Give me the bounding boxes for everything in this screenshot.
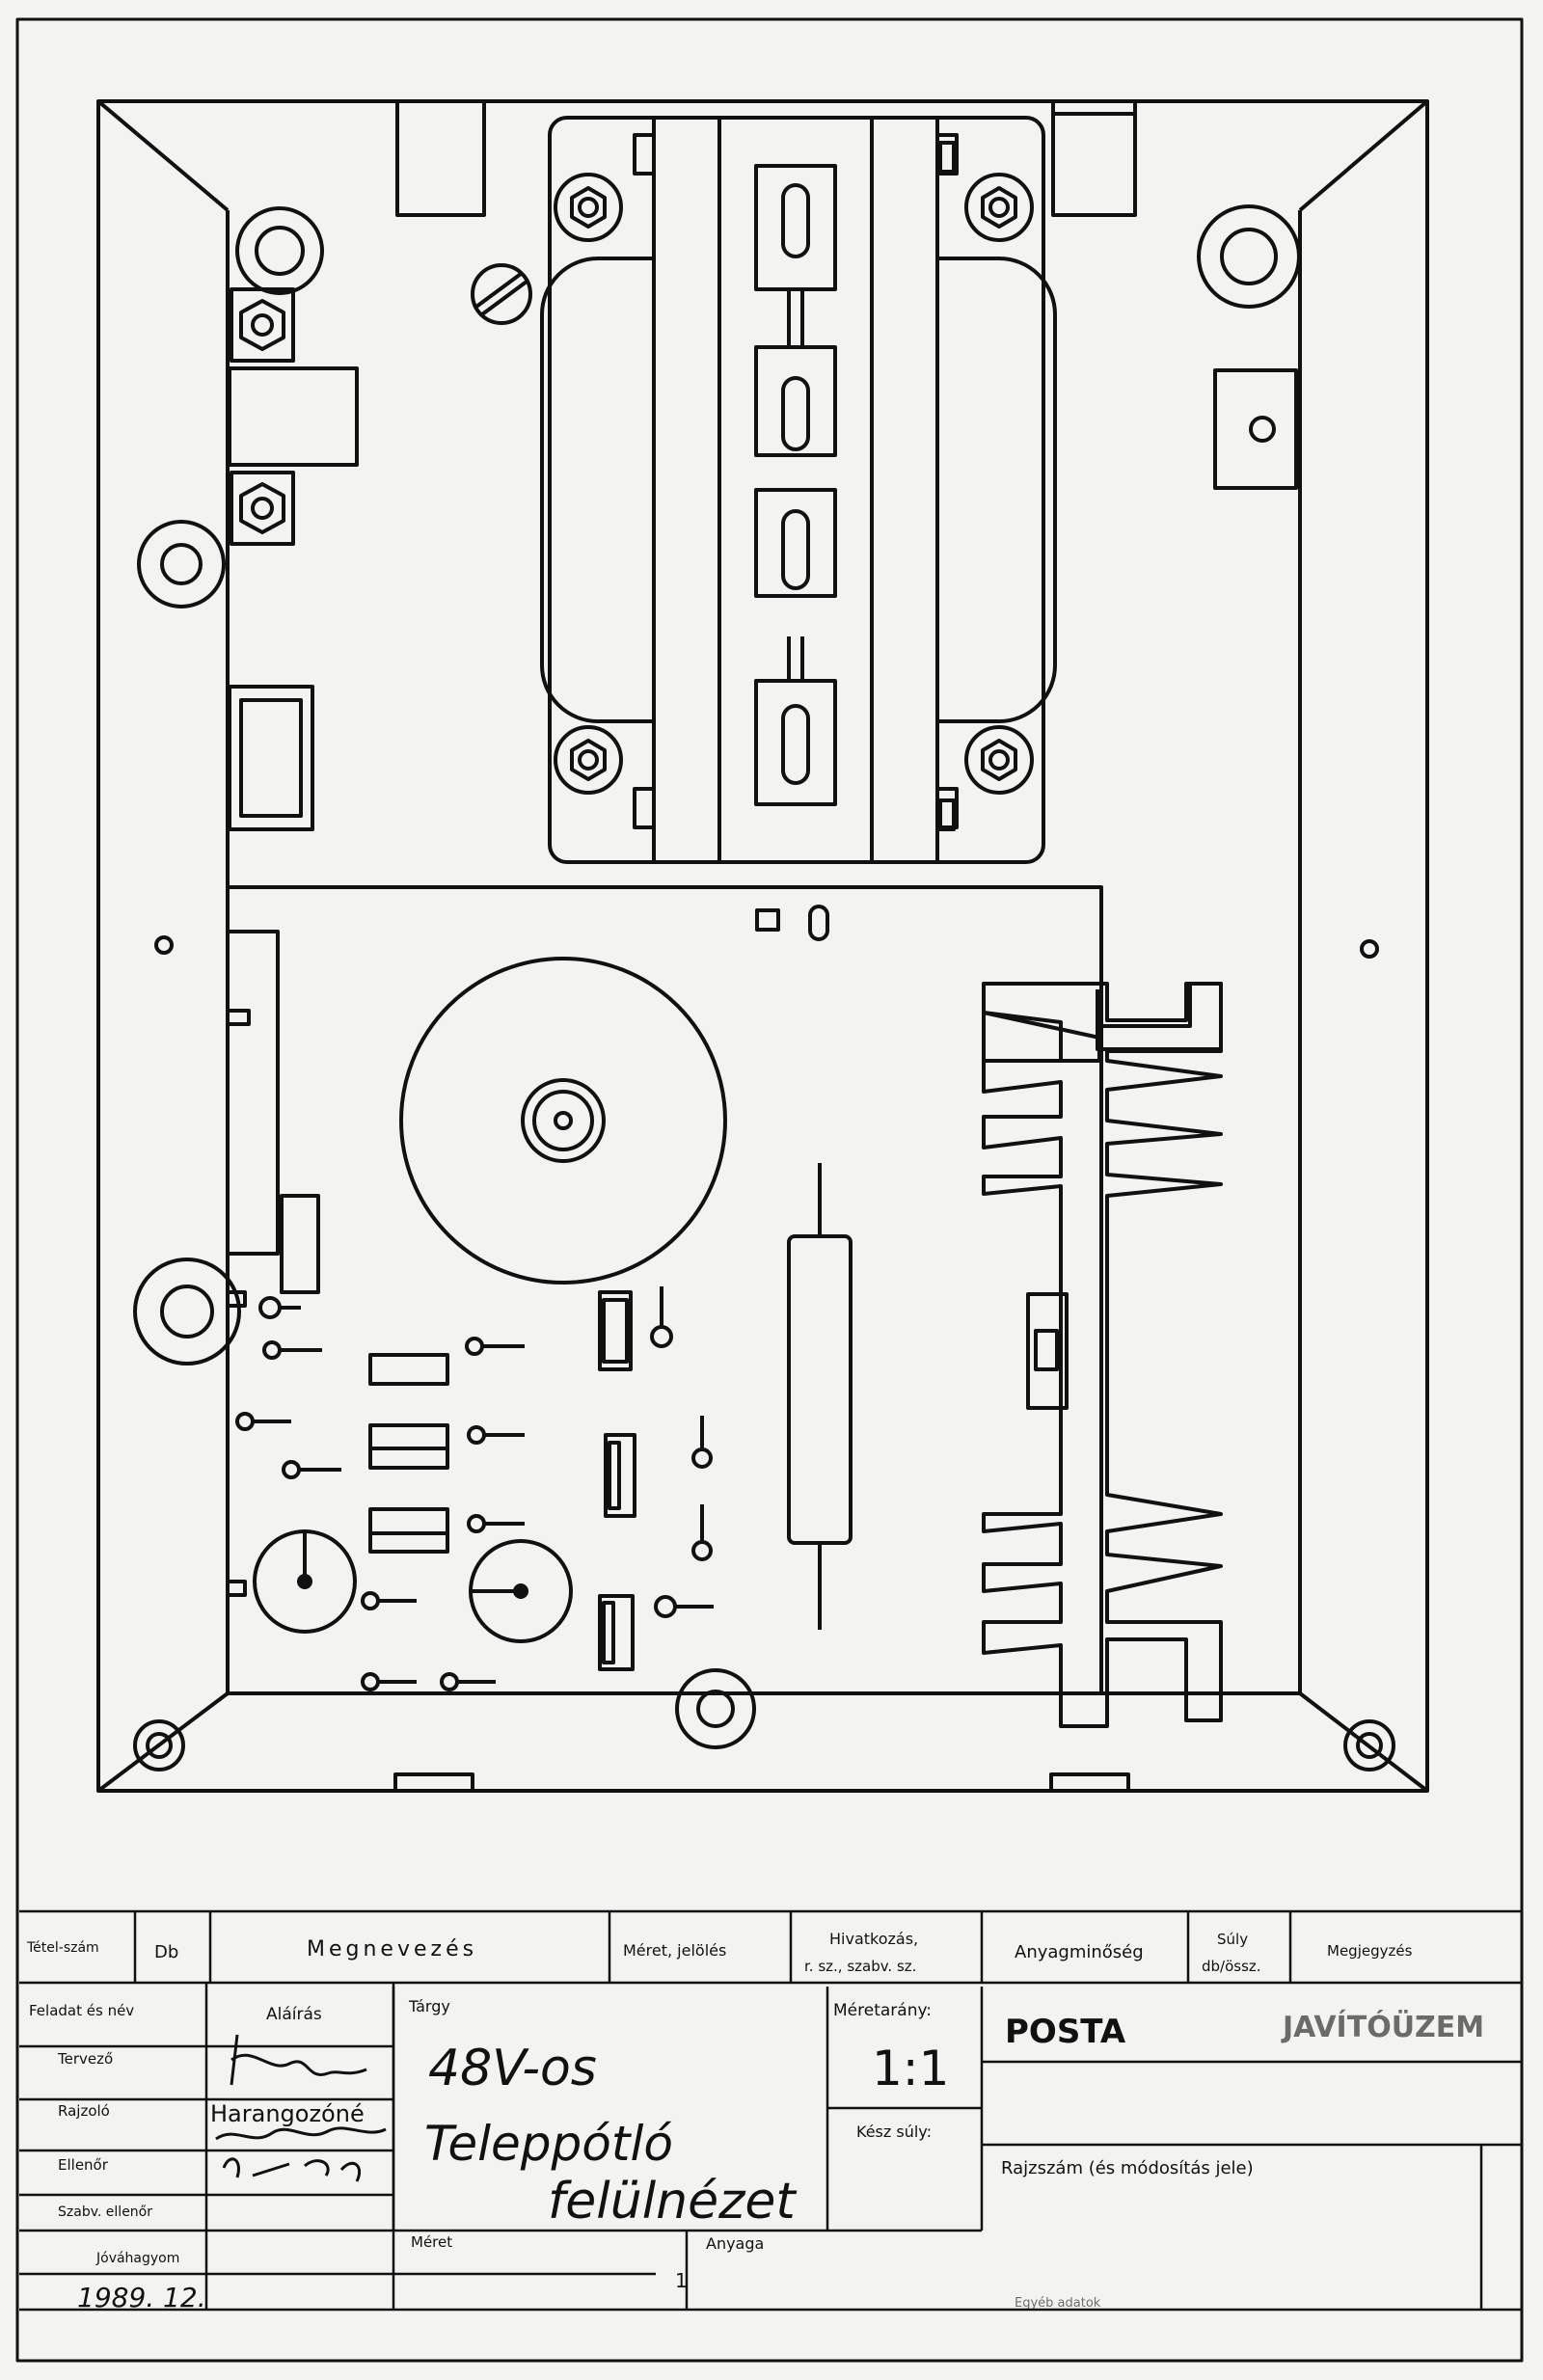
mounting-hole (137, 520, 226, 609)
mounting-hole (1197, 204, 1301, 309)
hex-nut (230, 471, 295, 546)
hex-nut (230, 287, 295, 363)
trimmer-potentiometer (253, 1529, 357, 1634)
scale-value: 1:1 (872, 2041, 949, 2096)
designer-signature (230, 2034, 367, 2086)
header-dimension: Méret, jelölés (623, 1941, 726, 1960)
title-block: Tétel-szám Db Megnevezés Méret, jelölés … (26, 1930, 1484, 2313)
company-subname: JAVÍTÓÜZEM (1281, 2009, 1484, 2044)
signature-header: Aláírás (266, 2005, 322, 2024)
drawing-date: 1989. 12. (77, 2282, 206, 2313)
top-tab-left (395, 99, 486, 217)
drafter-name: Harangozóné (210, 2100, 365, 2127)
header-weight-2: db/össz. (1202, 1958, 1261, 1975)
role-header: Feladat és név (29, 2002, 134, 2019)
resistor (368, 1353, 449, 1386)
title-block-grid (19, 1909, 1522, 2312)
clamp-bar-right (870, 116, 939, 864)
drawing-number-label: Rajzszám (és módosítás jele) (1001, 2158, 1254, 2178)
material-count: 1 (675, 2269, 688, 2292)
top-tab-right (1051, 99, 1137, 217)
bracket-left (228, 685, 314, 831)
diode (598, 1290, 633, 1371)
scale-label: Méretarány: (833, 2001, 932, 2020)
transformer-bolt (964, 173, 1034, 242)
power-transistor (1026, 1292, 1069, 1410)
finished-weight-label: Kész súly: (856, 2123, 932, 2141)
transformer-bolt (554, 173, 623, 242)
corner-screw-bottom-right (1343, 1719, 1395, 1771)
header-qty: Db (154, 1942, 178, 1962)
checker-signature (222, 2157, 362, 2182)
resistor (368, 1507, 449, 1554)
mounting-hole (675, 1668, 756, 1749)
trimmer (755, 908, 780, 932)
header-item-no: Tétel-szám (26, 1940, 99, 1956)
circuit-board (133, 885, 1223, 1749)
header-reference-2: r. sz., szabv. sz. (804, 1958, 916, 1975)
slotted-screw (471, 263, 532, 325)
power-resistor (787, 1234, 853, 1545)
mounting-hole (235, 206, 324, 295)
electrolytic-capacitor (399, 957, 727, 1285)
resistor (280, 1194, 320, 1294)
sheet-border (15, 17, 1524, 2363)
role-checker: Ellenőr (58, 2156, 109, 2174)
other-data-label: Egyéb adatok (1015, 2296, 1101, 2311)
bracket-right (1213, 368, 1298, 490)
diode (604, 1433, 636, 1518)
clamp-bar-left (652, 116, 721, 864)
pcb-outline (226, 885, 1103, 1695)
company-name: POSTA (1005, 2013, 1126, 2051)
mounting-hole (133, 1258, 241, 1366)
header-note: Megjegyzés (1327, 1942, 1413, 1960)
transformer-bolt (554, 725, 623, 795)
transformer (540, 116, 1057, 864)
terminal-bracket (228, 366, 359, 467)
left-mounting-parts (137, 204, 1379, 959)
subject-label: Tárgy (408, 1997, 450, 2015)
subject-line-1: 48V-os (428, 2040, 597, 2097)
heatsink-fins (982, 982, 1223, 1728)
role-standards-checker: Szabv. ellenőr (58, 2204, 152, 2220)
transformer-bolt (964, 725, 1034, 795)
material-label: Anyaga (706, 2234, 764, 2253)
diode (598, 1594, 635, 1671)
trimmer-potentiometer (469, 1539, 573, 1643)
corner-screw-bottom-left (133, 1719, 185, 1771)
edge-connector (228, 930, 280, 1256)
size-label: Méret (411, 2233, 452, 2251)
header-reference-1: Hivatkozás, (829, 1930, 918, 1948)
role-approved: Jóváhagyom (95, 2251, 179, 2266)
subject-line-3: felülnézet (548, 2173, 797, 2231)
subject-line-2: Teleppótló (424, 2116, 673, 2172)
header-weight-1: Súly (1217, 1931, 1248, 1948)
drafter-signature (215, 2126, 387, 2141)
header-name: Megnevezés (307, 1937, 477, 1961)
role-designer: Tervező (57, 2050, 113, 2068)
role-drafter: Rajzoló (58, 2102, 110, 2120)
header-material-quality: Anyagminőség (1015, 1942, 1144, 1962)
enclosure-outline (96, 99, 1429, 1793)
